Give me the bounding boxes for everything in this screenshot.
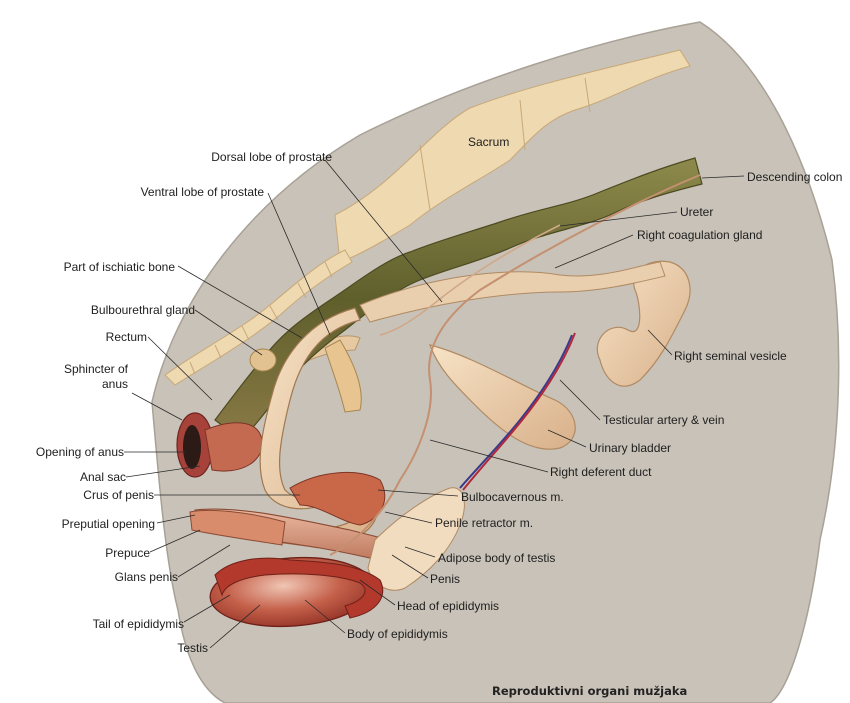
label-part-ischiatic-bone: Part of ischiatic bone xyxy=(63,260,175,274)
label-glans-penis: Glans penis xyxy=(114,570,178,584)
label-testis: Testis xyxy=(177,641,208,655)
label-dorsal-lobe-prostate: Dorsal lobe of prostate xyxy=(211,150,332,164)
seminal-vesicle xyxy=(596,260,691,387)
sacrum-shape xyxy=(334,49,691,263)
label-rectum: Rectum xyxy=(105,330,147,344)
urinary-bladder xyxy=(429,344,576,450)
label-penis: Penis xyxy=(430,572,461,586)
label-right-deferent-duct: Right deferent duct xyxy=(550,465,652,479)
bulbourethral-gland-shape xyxy=(249,348,277,372)
label-urinary-bladder: Urinary bladder xyxy=(589,441,672,455)
label-descending-colon: Descending colon xyxy=(747,170,843,184)
label-head-epididymis: Head of epididymis xyxy=(397,599,500,613)
label-opening-anus: Opening of anus xyxy=(35,445,124,459)
label-right-seminal-vesicle: Right seminal vesicle xyxy=(674,349,787,363)
coagulation-gland xyxy=(359,261,666,323)
crus-of-penis xyxy=(324,339,362,413)
label-body-epididymis: Body of epididymis xyxy=(347,627,448,641)
testicular-vein xyxy=(459,334,573,489)
label-sphincter-line2: anus xyxy=(101,377,128,391)
label-tail-epididymis: Tail of epididymis xyxy=(92,617,184,631)
label-preputial-opening: Preputial opening xyxy=(61,517,155,531)
label-ureter: Ureter xyxy=(680,205,714,219)
label-sacrum: Sacrum xyxy=(468,135,510,149)
epididymis xyxy=(214,557,384,619)
label-penile-retractor: Penile retractor m. xyxy=(435,516,534,530)
label-sphincter-line1: Sphincter of xyxy=(63,362,128,376)
adipose-body xyxy=(367,487,465,591)
leader-lines xyxy=(124,159,745,649)
label-right-coagulation-gland: Right coagulation gland xyxy=(637,228,763,242)
label-bulbocavernous: Bulbocavernous m. xyxy=(461,490,564,504)
label-crus-penis: Crus of penis xyxy=(83,488,154,502)
label-adipose-body-testis: Adipose body of testis xyxy=(438,551,556,565)
label-bulbourethral-gland: Bulbourethral gland xyxy=(90,303,195,317)
label-ventral-lobe-prostate: Ventral lobe of prostate xyxy=(140,185,264,199)
label-anal-sac: Anal sac xyxy=(79,470,126,484)
figure-caption: Reproduktivni organi mužjaka xyxy=(492,684,688,698)
label-prepuce: Prepuce xyxy=(105,546,150,560)
testicular-artery xyxy=(462,332,576,491)
label-testicular-artery-vein: Testicular artery & vein xyxy=(603,413,725,427)
tail-vertebrae xyxy=(164,249,353,386)
glans-penis xyxy=(189,510,286,546)
deferent-duct xyxy=(329,174,701,556)
colon-rectum xyxy=(214,157,703,441)
ureter-line xyxy=(379,224,561,336)
